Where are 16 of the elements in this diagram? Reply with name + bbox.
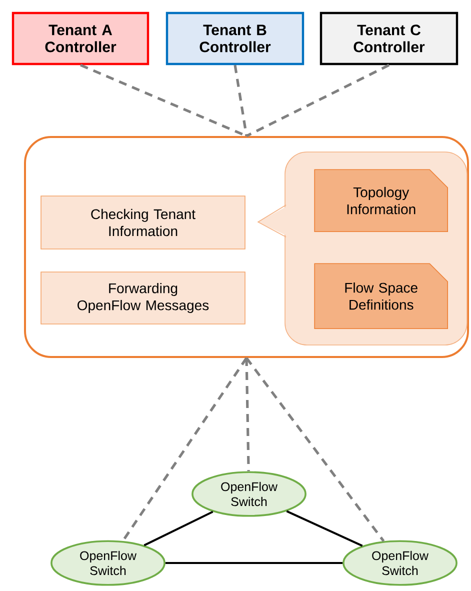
connector-line	[122, 357, 248, 542]
function-box: Checking Tenant Information	[40, 196, 246, 250]
function-box: Forwarding OpenFlow Messages	[40, 272, 246, 324]
controller-box: Tenant C Controller	[320, 12, 458, 66]
data-box: Topology Information	[314, 169, 448, 232]
connector-line	[144, 510, 214, 546]
connector-line	[245, 357, 385, 542]
connector-line	[234, 64, 248, 136]
rounded-panel	[24, 136, 469, 358]
controller-box: Tenant A Controller	[12, 12, 150, 66]
connector-line	[286, 510, 363, 547]
data-box: Flow Space Definitions	[314, 263, 448, 329]
connector-line	[245, 358, 250, 472]
connector-line	[246, 64, 390, 138]
connector-line	[165, 562, 343, 564]
controller-box: Tenant B Controller	[166, 12, 304, 66]
